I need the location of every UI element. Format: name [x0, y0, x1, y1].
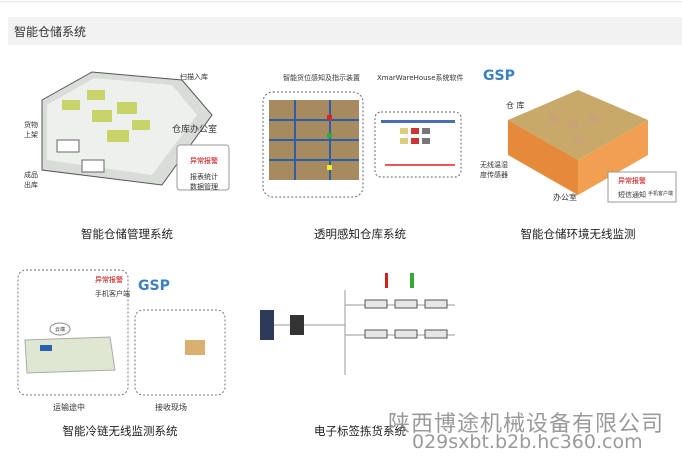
label: 成品出库 [24, 171, 38, 189]
section-title: 智能仓储系统 [14, 25, 87, 39]
label: 短信通知 [618, 191, 646, 199]
label: 报表统计数据管理 [190, 173, 218, 191]
label: 无线温湿度传感器 [480, 161, 508, 179]
label: 云端 [55, 327, 66, 333]
label: XmarWareHouse系统软件 [377, 74, 464, 82]
label: 接收现场 [155, 403, 187, 412]
label: 货物上架 [24, 121, 38, 139]
product-card-environment-monitoring[interactable]: GSP 仓 库 无线温湿度传感器 办公室 异常报警 短信通知 手机客户端 智能仓… [478, 60, 678, 245]
label: 手机客户端 [95, 290, 130, 298]
warehouse-illustration[interactable]: 扫描入库 仓库办公室 货物上架 成品出库 异常报警 报表统计数据管理 [22, 60, 232, 205]
product-card-transparent-warehouse[interactable]: 智能货位感知及指示装置 XmarWareHouse系统软件 透明感知仓库系统 [255, 60, 465, 245]
product-card-cold-chain[interactable]: GSP 异常报警 手机客户端 运输途中 接收现场 云端 智能冷链无线监测系统 [15, 265, 230, 450]
watermark-company: 陕西博途机械设备有限公司 [388, 412, 665, 437]
label: 手机客户端 [648, 191, 674, 197]
watermark-url: 029sxbt.b2b.hc360.com [412, 431, 643, 453]
picking-system-diagram[interactable] [255, 265, 465, 410]
svg-text:GSP: GSP [483, 68, 515, 84]
label: 仓库办公室 [172, 125, 218, 135]
caption[interactable]: 透明感知仓库系统 [314, 227, 406, 241]
label: 智能货位感知及指示装置 [283, 74, 360, 82]
shelf-illustration[interactable]: 智能货位感知及指示装置 XmarWareHouse系统软件 [255, 60, 465, 205]
label: 仓 库 [506, 101, 525, 110]
label: 异常报警 [190, 157, 218, 165]
top-divider [0, 1, 682, 2]
caption[interactable]: 智能仓储环境无线监测 [520, 227, 636, 241]
label: 办公室 [553, 193, 577, 202]
product-card-electronic-label-picking[interactable]: 电子标签拣货系统 [255, 265, 465, 450]
label: 异常报警 [618, 177, 646, 185]
cold-chain-illustration[interactable]: GSP 异常报警 手机客户端 运输途中 接收现场 云端 [15, 265, 230, 412]
environment-illustration[interactable]: GSP 仓 库 无线温湿度传感器 办公室 异常报警 短信通知 手机客户端 [478, 60, 678, 205]
label: 扫描入库 [180, 73, 208, 81]
label: 运输途中 [53, 403, 85, 412]
svg-text:GSP: GSP [138, 278, 170, 294]
section-header: 智能仓储系统 [8, 17, 682, 45]
label: 异常报警 [95, 276, 123, 284]
caption[interactable]: 电子标签拣货系统 [314, 424, 406, 438]
product-card-warehouse-management[interactable]: 扫描入库 仓库办公室 货物上架 成品出库 异常报警 报表统计数据管理 智能仓储管… [22, 60, 232, 245]
caption[interactable]: 智能冷链无线监测系统 [62, 424, 178, 438]
caption[interactable]: 智能仓储管理系统 [81, 227, 173, 241]
